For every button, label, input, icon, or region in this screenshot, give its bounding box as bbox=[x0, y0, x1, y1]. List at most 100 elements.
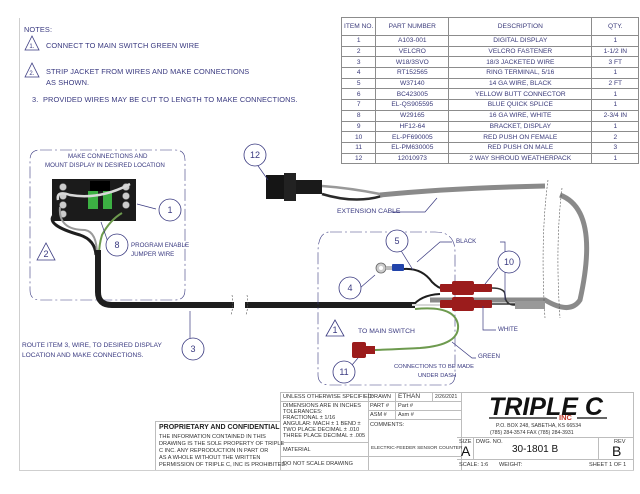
proprietary-line-4: AS A WHOLE WITHOUT THE WRITTEN bbox=[159, 455, 261, 461]
svg-text:2.: 2. bbox=[29, 71, 34, 77]
balloon-8-label: 8 bbox=[114, 240, 119, 250]
rev-value: B bbox=[612, 443, 622, 459]
size-label: SIZE bbox=[459, 439, 472, 445]
proprietary-line-5: PERMISSION OF TRIPLE C, INC IS PROHIBITE… bbox=[159, 462, 287, 468]
note-2-text-cont: AS SHOWN. bbox=[46, 78, 90, 87]
balloon-3 bbox=[181, 337, 205, 361]
display-detail-box bbox=[29, 149, 186, 301]
triangle-2-label: 2 bbox=[43, 249, 48, 259]
break-mark-1 bbox=[230, 294, 249, 316]
svg-text:1.: 1. bbox=[29, 44, 34, 50]
drawn-label: DRAWN bbox=[370, 394, 391, 400]
proprietary-line-3: C INC. ANY REPRODUCTION IN PART OR bbox=[159, 448, 269, 454]
balloon-10 bbox=[497, 250, 521, 274]
bom-header-item: ITEM NO. bbox=[340, 17, 377, 36]
balloon-4 bbox=[338, 276, 362, 300]
asm-label: ASM # bbox=[370, 412, 387, 418]
bom-header-qty: QTY. bbox=[591, 17, 640, 36]
balloon-1-label: 1 bbox=[167, 205, 172, 215]
rev-label: REV bbox=[614, 439, 626, 445]
break-mark-2 bbox=[542, 179, 563, 319]
balloon-11 bbox=[332, 360, 356, 384]
green-wire-label: GREEN bbox=[478, 353, 501, 360]
main-jacketed-wire bbox=[95, 250, 300, 308]
display-gray-wire bbox=[58, 206, 98, 256]
red-push-on-male-terminal bbox=[352, 342, 375, 358]
weatherpack-connector bbox=[266, 173, 322, 201]
tolerance-line-3: FRACTIONAL ± 1/16 bbox=[283, 415, 336, 421]
balloon-5-label: 5 bbox=[394, 236, 399, 246]
route-instruction-2: LOCATION AND MAKE CONNECTIONS. bbox=[22, 352, 144, 359]
black-wire-14ga bbox=[395, 267, 446, 290]
dwg-no-label: DWG. NO. bbox=[476, 439, 503, 445]
note-2-triangle-icon: 2. bbox=[24, 62, 40, 78]
balloon-3-label: 3 bbox=[190, 344, 195, 354]
display-box-title-1: MAKE CONNECTIONS AND bbox=[68, 153, 148, 160]
drawn-date: 2/26/2021 bbox=[435, 394, 458, 400]
bom-qty: 1 bbox=[591, 152, 640, 165]
jumper-wire-label: JUMPER WIRE bbox=[131, 251, 175, 258]
balloon-10-label: 10 bbox=[504, 257, 514, 267]
balloon-11-label: 11 bbox=[339, 367, 348, 377]
display-white-wire bbox=[56, 182, 131, 201]
drawn-by: ETHAN bbox=[398, 393, 421, 400]
black-wire-label: BLACK bbox=[456, 238, 477, 245]
blue-quick-splice bbox=[392, 264, 404, 271]
proprietary-title: PROPRIETARY AND CONFIDENTIAL bbox=[159, 424, 280, 431]
note-1-text: CONNECT TO MAIN SWITCH GREEN WIRE bbox=[46, 41, 200, 50]
part-label: PART # bbox=[370, 403, 389, 409]
under-dash-label-1: CONNECTIONS TO BE MADE bbox=[394, 364, 474, 370]
drawing-frame bbox=[19, 18, 634, 471]
ring-terminal bbox=[375, 262, 393, 274]
green-wire bbox=[373, 307, 460, 351]
balloon-1 bbox=[158, 198, 182, 222]
scale-label: SCALE: 1:6 bbox=[459, 462, 489, 468]
program-enable-label: PROGRAM ENABLE bbox=[131, 242, 190, 249]
bom-header-row: ITEM NO. PART NUMBER DESCRIPTION QTY. bbox=[340, 17, 640, 36]
address-line-2: (785) 284-3574 FAX (785) 284-3931 bbox=[490, 430, 574, 436]
to-main-switch-label: TO MAIN SWITCH bbox=[358, 328, 415, 335]
weight-label: WEIGHT: bbox=[499, 462, 523, 468]
triple-c-logo: TRIPLE C bbox=[489, 393, 607, 420]
address-line-1: P.O. BOX 248, SABETHA, KS 66534 bbox=[496, 423, 581, 429]
white-wire-label: WHITE bbox=[498, 326, 518, 333]
extension-cable-label: EXTENSION CABLE bbox=[337, 208, 401, 215]
extension-cable-wire-2 bbox=[321, 192, 383, 201]
triangle-1-label: 1 bbox=[332, 325, 337, 335]
note-2-text: STRIP JACKET FROM WIRES AND MAKE CONNECT… bbox=[46, 67, 250, 76]
under-dash-box bbox=[317, 231, 456, 386]
balloon-5 bbox=[385, 229, 409, 253]
do-not-scale-label: DO NOT SCALE DRAWING bbox=[283, 461, 353, 467]
size-value: A bbox=[461, 443, 471, 459]
balloon-12 bbox=[243, 143, 267, 167]
extension-cable-wire-1 bbox=[321, 184, 381, 196]
balloon-12-label: 12 bbox=[250, 150, 260, 160]
display-green-wire bbox=[98, 212, 123, 256]
bom-header-part: PART NUMBER bbox=[375, 17, 450, 36]
tolerance-line-6: THREE PLACE DECIMAL ± .005 bbox=[283, 433, 366, 439]
extension-cable bbox=[379, 183, 590, 310]
note-3-marker: 3. bbox=[32, 95, 39, 104]
balloon-4-label: 4 bbox=[347, 283, 352, 293]
svg-text:TRIPLE C: TRIPLE C bbox=[489, 393, 604, 420]
display-box-title-2: MOUNT DISPLAY IN DESIRED LOCATION bbox=[45, 162, 165, 169]
unless-specified: UNLESS OTHERWISE SPECIFIED: bbox=[283, 394, 374, 400]
route-instruction-1: ROUTE ITEM 3, WIRE, TO DESIRED DISPLAY bbox=[22, 342, 162, 349]
comments-label: COMMENTS: bbox=[370, 422, 405, 428]
digital-display bbox=[52, 179, 136, 221]
bom-item-no: 12 bbox=[340, 152, 377, 165]
under-dash-label-2: UNDER DASH bbox=[418, 373, 457, 379]
note-3-text: PROVIDED WIRES MAY BE CUT TO LENGTH TO M… bbox=[43, 95, 298, 104]
dwg-no-value: 30-1801 B bbox=[512, 444, 559, 455]
comments-value: ELECTRIC-FEEDER SENSOR COUNTER bbox=[371, 446, 463, 451]
material-label: MATERIAL bbox=[283, 447, 311, 453]
company-inc-label: INC bbox=[559, 413, 572, 422]
tolerance-line-5: TWO PLACE DECIMAL ± .010 bbox=[283, 427, 360, 433]
proprietary-line-2: DRAWING IS THE SOLE PROPERTY OF TRIPLE bbox=[159, 441, 285, 447]
sheet-label: SHEET 1 OF 1 bbox=[589, 462, 627, 468]
part-value: Part # bbox=[398, 403, 413, 409]
balloon-8 bbox=[105, 233, 129, 257]
